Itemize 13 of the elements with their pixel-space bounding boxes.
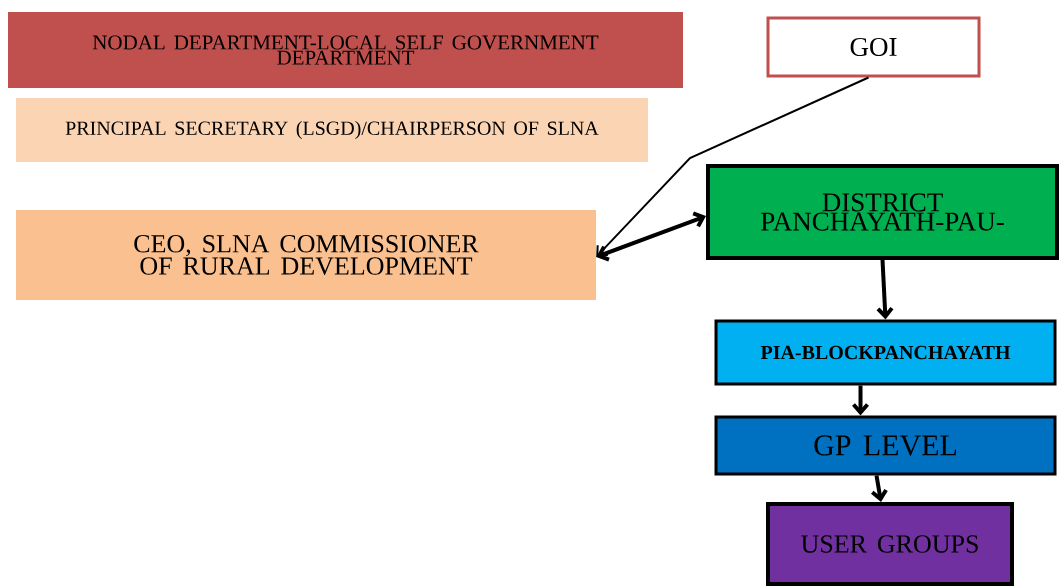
org-box: GOI: [766, 16, 981, 78]
arrow: [852, 385, 869, 416]
arrow: [871, 475, 888, 502]
org-box: CEO, SLNA COMMISSIONER OF RURAL DEVELOPMENT: [16, 210, 596, 300]
arrow: [876, 259, 894, 320]
org-box: GP LEVEL: [714, 415, 1057, 476]
org-box: PIA-BLOCKPANCHAYATH: [714, 319, 1057, 386]
org-box: PRINCIPAL SECRETARY (LSGD)/CHAIRPERSON OF SLNA: [16, 98, 648, 162]
arrow: [596, 211, 706, 262]
org-box: USER GROUPS: [766, 502, 1014, 586]
arrow: [596, 76, 870, 257]
org-box: DISTRICT PANCHAYATH-PAU-: [706, 164, 1059, 260]
org-box: NODAL DEPARTMENT-LOCAL SELF GOVERNMENT DEPARTMENT: [8, 12, 683, 88]
